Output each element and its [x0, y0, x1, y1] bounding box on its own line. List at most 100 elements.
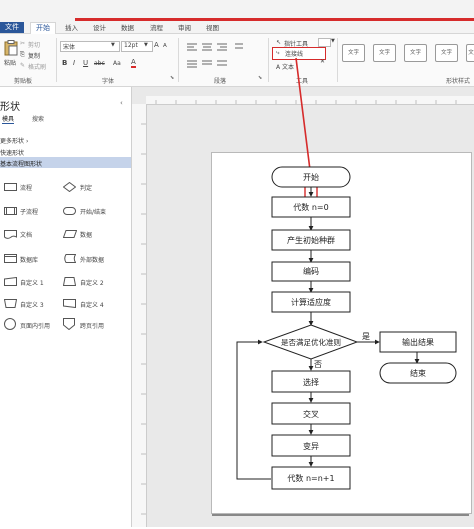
data-shape-icon[interactable]: [62, 230, 78, 240]
flow-mutation-box[interactable]: [271, 434, 351, 457]
change-case-button[interactable]: Aa: [113, 60, 121, 67]
shape-style-3[interactable]: 文字: [404, 44, 427, 62]
flow-encode-box[interactable]: [271, 261, 351, 282]
tab-data[interactable]: 数据: [121, 24, 134, 32]
on-page-reference-icon[interactable]: [4, 318, 16, 332]
tab-home[interactable]: 开始: [30, 22, 56, 34]
font-size-select[interactable]: 12pt ▼: [121, 41, 153, 52]
font-family-value: 宋体: [63, 44, 76, 51]
custom1-shape-icon[interactable]: [4, 276, 17, 288]
flow-start-text: 开始: [303, 172, 319, 182]
decision-shape-icon[interactable]: [62, 181, 77, 194]
flow-output-box[interactable]: [379, 331, 457, 353]
group-separator: [337, 38, 338, 82]
tab-search[interactable]: 搜索: [32, 116, 45, 123]
shape-style-1[interactable]: 文字: [342, 44, 365, 62]
external-data-shape-icon[interactable]: [63, 254, 77, 265]
group-separator: [56, 38, 57, 82]
collapse-panel-icon[interactable]: ‹: [120, 99, 123, 107]
shape-data-label: 数据: [80, 232, 93, 239]
basic-flowchart-row[interactable]: 基本流程图形状: [0, 157, 131, 168]
chevron-down-icon: ▼: [111, 42, 115, 48]
flow-fitness-box[interactable]: [271, 291, 351, 313]
dialog-launcher-icon[interactable]: ⬊: [170, 75, 175, 81]
shape-style-5[interactable]: 文字: [466, 44, 474, 62]
flow-init-pop-text: 产生初始种群: [287, 235, 335, 245]
shape-style-2[interactable]: 文字: [373, 44, 396, 62]
shape-off-page-ref-label: 跨页引用: [80, 323, 105, 330]
underline-button[interactable]: U: [83, 59, 89, 67]
connector-tool-button[interactable]: 连接线: [285, 51, 304, 58]
text-tool-button[interactable]: A 文本: [276, 64, 295, 71]
group-separator: [178, 38, 179, 82]
tab-insert[interactable]: 插入: [65, 24, 78, 32]
group-label-font: 字体: [102, 78, 115, 85]
italic-button[interactable]: I: [73, 59, 76, 67]
chevron-down-icon[interactable]: ▼: [331, 38, 335, 44]
pointer-tool-button[interactable]: 指针工具: [284, 41, 309, 48]
quick-shapes-item[interactable]: 快速形状: [0, 150, 25, 157]
shape-subprocess-label: 子流程: [20, 209, 39, 216]
shape-on-page-ref-label: 页面内引用: [20, 323, 51, 330]
rectangle-shape-button[interactable]: [318, 38, 331, 47]
flow-decision-text: 是否满足优化准则: [281, 337, 341, 347]
paste-button[interactable]: 粘贴: [4, 60, 17, 67]
tab-stencils[interactable]: 模具: [2, 116, 15, 124]
shapes-panel-title: 形状: [0, 102, 20, 113]
pointer-icon: ↖: [276, 39, 282, 46]
flow-crossover-text: 交叉: [303, 409, 319, 419]
flow-end-terminator[interactable]: [379, 362, 457, 384]
copy-icon: ⎘: [20, 51, 25, 58]
tab-review[interactable]: 审阅: [178, 24, 191, 32]
connector-icon: ⤷: [276, 49, 280, 56]
strikethrough-button[interactable]: abc: [94, 60, 105, 67]
more-shapes-menu[interactable]: 更多形状 ›: [0, 136, 28, 145]
tab-process[interactable]: 流程: [150, 24, 163, 32]
flow-counter-init-box[interactable]: [271, 196, 351, 218]
flow-select-box[interactable]: [271, 370, 351, 393]
custom2-shape-icon[interactable]: [62, 277, 77, 288]
dialog-launcher-icon[interactable]: ⬊: [258, 75, 263, 81]
database-shape-icon[interactable]: [4, 254, 17, 265]
off-page-reference-icon[interactable]: [63, 318, 75, 332]
custom4-shape-icon[interactable]: [63, 299, 76, 310]
tab-file[interactable]: 文件: [0, 22, 24, 33]
subprocess-shape-icon[interactable]: [4, 207, 17, 217]
shape-style-4[interactable]: 文字: [435, 44, 458, 62]
process-shape-icon[interactable]: [4, 183, 17, 193]
shrink-font-button[interactable]: A: [163, 43, 167, 49]
flow-init-pop-box[interactable]: [271, 229, 351, 251]
format-painter-button[interactable]: 格式刷: [28, 64, 47, 71]
flow-encode-text: 编码: [303, 266, 319, 276]
cut-button[interactable]: 剪切: [28, 42, 41, 49]
tab-view[interactable]: 视图: [206, 24, 219, 32]
close-icon[interactable]: ✕: [320, 58, 326, 65]
custom3-shape-icon[interactable]: [3, 299, 18, 310]
shape-custom3-label: 自定义 3: [20, 302, 44, 309]
group-label-tools: 工具: [296, 78, 309, 85]
flow-fitness-text: 计算适应度: [291, 297, 331, 307]
more-shapes-label: 更多形状: [0, 138, 25, 145]
grow-font-button[interactable]: A: [154, 41, 159, 49]
terminator-shape-icon[interactable]: [63, 207, 76, 217]
copy-button[interactable]: 复制: [28, 53, 41, 60]
flow-start-terminator[interactable]: [271, 166, 351, 188]
paste-icon[interactable]: [4, 40, 18, 56]
annotation-red-line: [75, 18, 474, 21]
connector-loop-back[interactable]: [236, 339, 271, 480]
ribbon-tab-bar: [0, 0, 474, 34]
flow-counter-init-text: 代数 n=0: [293, 202, 328, 212]
tab-design[interactable]: 设计: [93, 24, 106, 32]
shape-custom2-label: 自定义 2: [80, 280, 104, 287]
flow-decision-diamond[interactable]: [262, 324, 359, 360]
flow-crossover-box[interactable]: [271, 402, 351, 425]
font-color-button[interactable]: A: [131, 58, 136, 68]
document-shape-icon[interactable]: [4, 230, 17, 241]
flow-counter-inc-box[interactable]: [271, 466, 351, 490]
shape-terminator-label: 开始/结束: [80, 209, 107, 216]
paragraph-controls: [185, 41, 265, 71]
connector-highlight: [272, 47, 326, 60]
font-family-select[interactable]: 宋体 ▼: [60, 41, 120, 52]
bold-button[interactable]: B: [62, 59, 68, 67]
